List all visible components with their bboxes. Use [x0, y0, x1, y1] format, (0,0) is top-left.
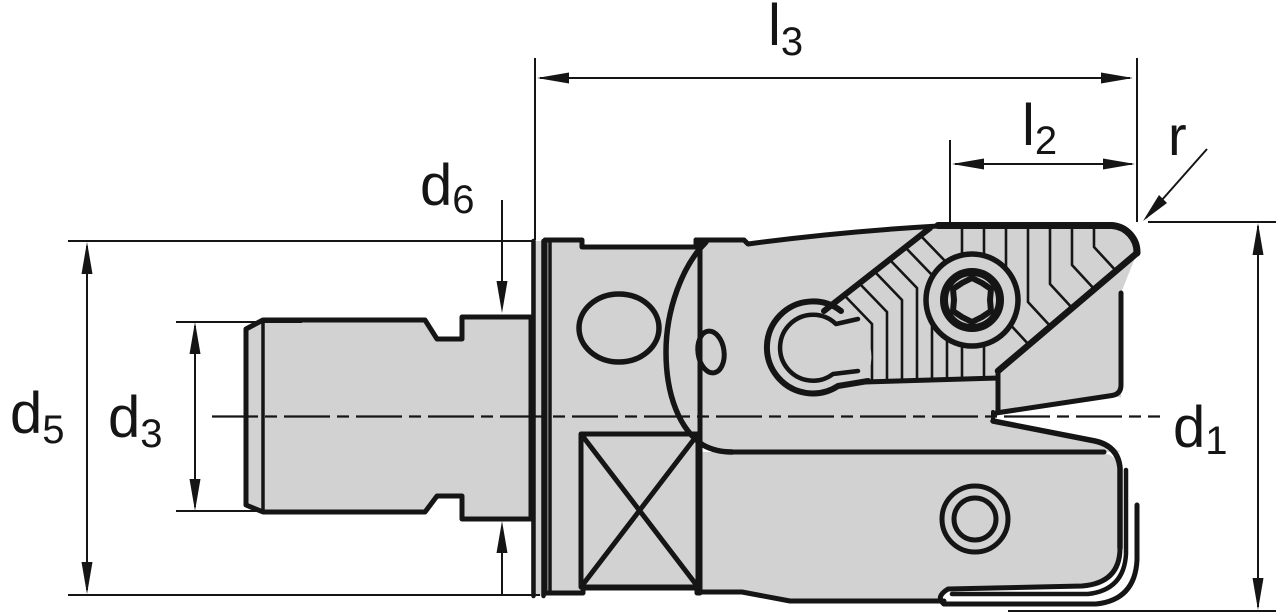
pocket-lobe-outer [763, 298, 871, 397]
lower-block-bottom [697, 545, 1123, 607]
shank-fill [246, 317, 531, 519]
head-top-contour [693, 223, 941, 247]
bottom-insert-outline [941, 502, 1140, 607]
lower-insert-hole-outer [939, 483, 1011, 555]
d1-arrow-top [1252, 223, 1264, 255]
label-d6: d6 [420, 153, 475, 222]
upper-v-edge [993, 290, 1124, 416]
oblong-hole [695, 328, 727, 376]
v-notch-gap [996, 396, 1126, 455]
l3-arrow-left [537, 72, 569, 84]
l2-arrow-left [952, 158, 984, 170]
insert-top-edge [934, 222, 1141, 257]
screw-recess-ring [940, 268, 1004, 332]
d3-arrow-bottom [189, 479, 201, 511]
d6-arrow-up [496, 521, 508, 553]
d5-arrow-bottom [81, 562, 93, 594]
pocket-lobe-inner [777, 312, 861, 383]
part-outlines [243, 222, 1141, 607]
label-d5: d5 [10, 381, 65, 452]
d6-arrow-down [496, 281, 508, 313]
torx-screw-icon [923, 251, 1021, 349]
d5-arrow-top [81, 242, 93, 274]
boss-arc [663, 239, 735, 455]
torx-star [950, 275, 994, 325]
d3-arrow-top [189, 322, 201, 354]
bottom-insert-inner-line [949, 467, 1129, 597]
label-l3: l3 [768, 0, 803, 64]
label-d3: d3 [108, 385, 163, 456]
clamp-diagonal [821, 225, 933, 314]
label-l2: l2 [1022, 93, 1057, 163]
d1-arrow-bottom [1252, 578, 1264, 610]
l3-arrow-right [1101, 72, 1133, 84]
dimension-labels: l3 l2 r d6 d5 d3 d1 [10, 0, 1228, 463]
label-r: r [1168, 104, 1187, 167]
shank-outline [243, 314, 534, 522]
l2-arrow-right [1103, 158, 1135, 170]
lower-v-edge [990, 418, 1123, 551]
r-arrowhead [1143, 195, 1167, 221]
lower-insert-hole-inner [951, 495, 999, 543]
dimensions [68, 58, 1276, 612]
flange-hole [576, 291, 662, 365]
dimension-arrowheads [81, 72, 1264, 610]
insert-bottom-diagonal [994, 249, 1141, 375]
cross-box [578, 431, 701, 590]
lower-head-fill [700, 452, 1121, 601]
label-d1: d1 [1173, 395, 1228, 463]
